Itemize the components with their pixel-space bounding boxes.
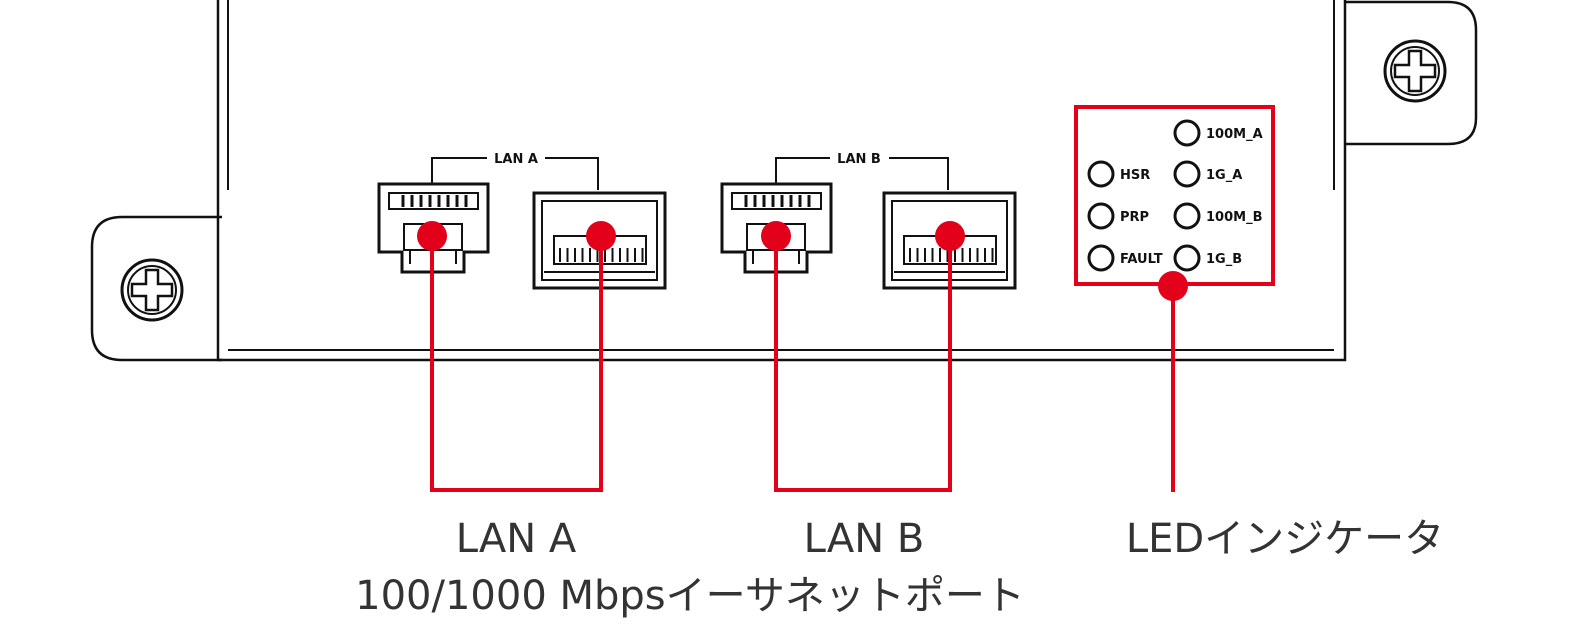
front-panel [216, 0, 1347, 362]
led-fault: FAULT [1087, 244, 1163, 272]
led-indicator-callout-label: LEDインジケータ [1126, 516, 1444, 562]
left-screw-icon [120, 258, 184, 322]
svg-text:FAULT: FAULT [1120, 252, 1163, 267]
svg-text:1G_A: 1G_A [1206, 168, 1242, 183]
svg-text:1G_B: 1G_B [1206, 252, 1242, 267]
ethernet-ports-callout-label: 100/1000 Mbpsイーサネットポート [355, 573, 1025, 619]
led-1g-b: 1G_B [1173, 244, 1242, 272]
led-prp: PRP [1087, 202, 1149, 230]
led-100m-a: 100M_A [1173, 119, 1263, 147]
led-1g-a: 1G_A [1173, 160, 1242, 188]
led-marker [1158, 271, 1188, 301]
lan-a-sfp-marker [586, 221, 616, 251]
lan-b-rj45-marker [761, 221, 791, 251]
svg-text:100M_B: 100M_B [1206, 210, 1262, 225]
lan-b-bracket-label: LAN B [837, 152, 881, 167]
svg-text:100M_A: 100M_A [1206, 127, 1263, 142]
lan-b-bracket: LAN B [775, 152, 949, 190]
led-100m-b: 100M_B [1173, 202, 1262, 230]
led-callout-line [1158, 271, 1188, 492]
lan-a-bracket: LAN A [431, 152, 599, 190]
lan-b-sfp-marker [935, 221, 965, 251]
lan-b-callout-line [761, 221, 965, 492]
left-mounting-flange [90, 215, 222, 362]
right-mounting-flange [1345, 0, 1478, 146]
lan-a-rj45-marker [417, 221, 447, 251]
lan-b-rj45-port [720, 182, 833, 274]
lan-b-callout-label: LAN B [804, 516, 925, 562]
lan-a-callout-label: LAN A [456, 516, 577, 562]
lan-a-bracket-label: LAN A [494, 152, 538, 167]
right-screw-icon [1383, 39, 1447, 103]
led-indicator-panel: 100M_A HSR 1G_A PRP 100M_B FAULT 1G_B [1087, 119, 1263, 272]
svg-text:HSR: HSR [1120, 168, 1150, 183]
led-hsr: HSR [1087, 160, 1150, 188]
svg-text:PRP: PRP [1120, 210, 1149, 225]
lan-a-callout-line [417, 221, 616, 492]
